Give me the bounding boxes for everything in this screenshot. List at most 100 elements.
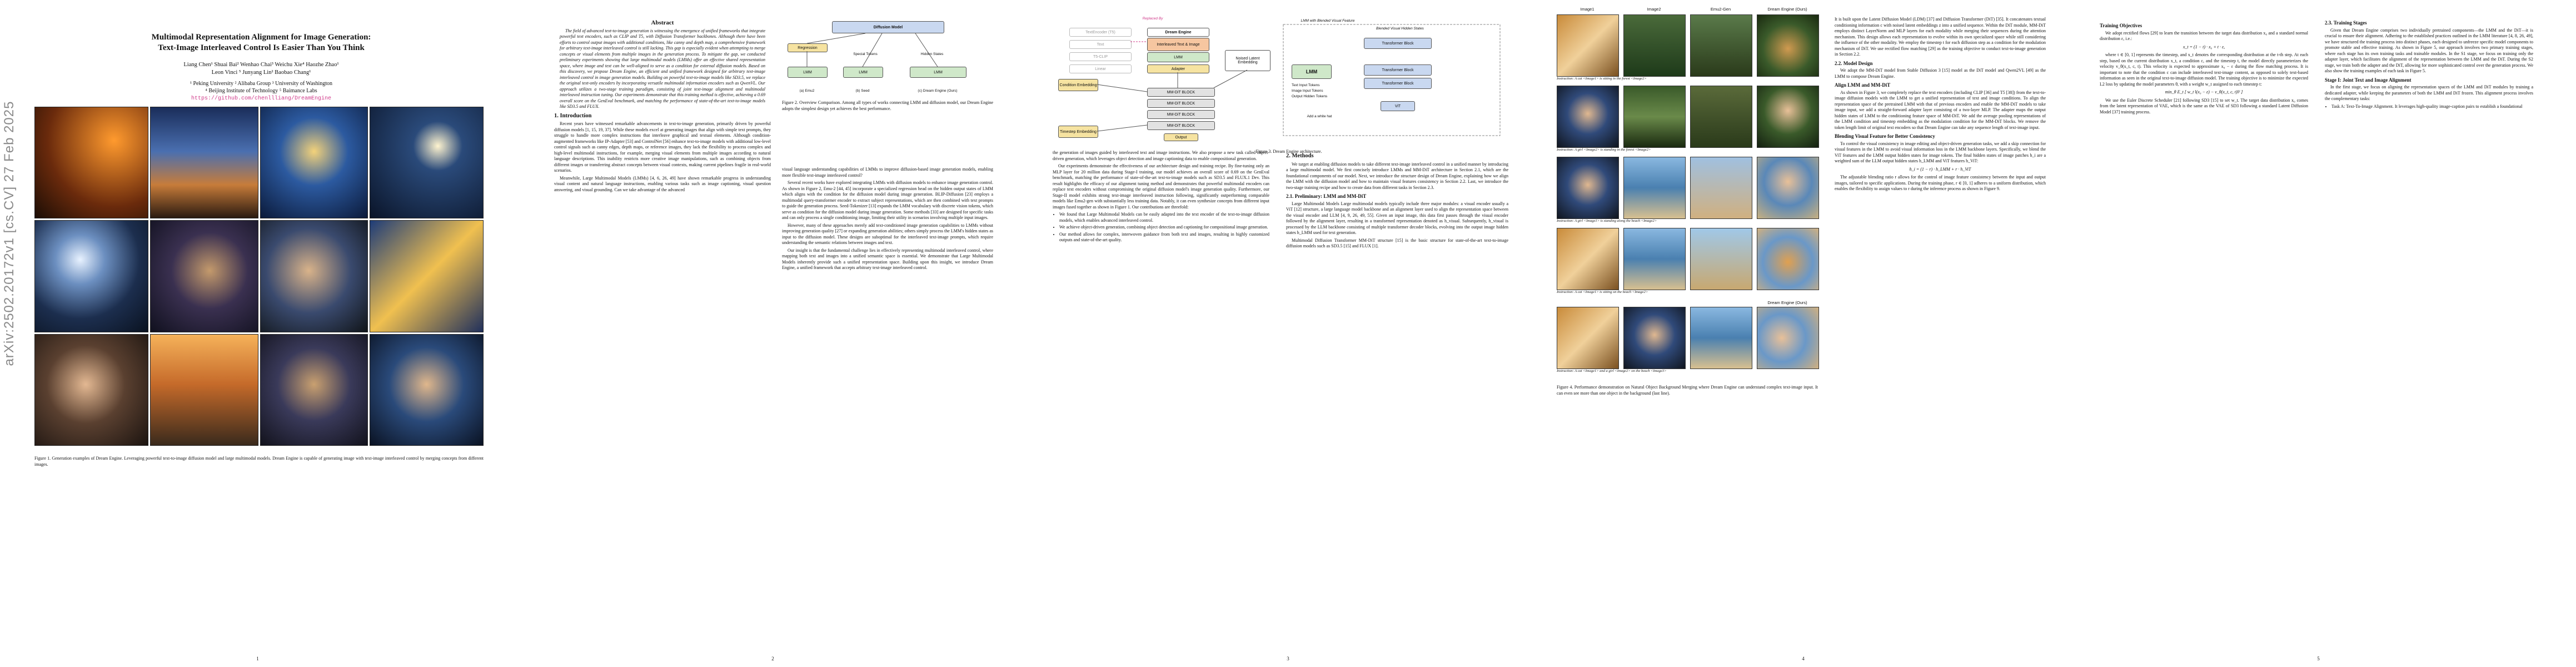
header-dream-engine-row5: Dream Engine (Ours) [1767, 300, 1807, 305]
figure-2-overview: Diffusion Model Regression Special Token… [782, 17, 993, 161]
caption-b: (b) Seed [855, 89, 870, 93]
legend-text-input: Text Input Tokens [1292, 83, 1320, 87]
training-stages-heading: 2.3. Training Stages [2325, 20, 2367, 26]
noised-latent-box: Noised Latent Embedding [1225, 50, 1270, 71]
figure-4-caption: Figure 4. Performance demonstration on N… [1557, 385, 1818, 396]
mmdit-paragraph: Multimodal Diffusion Transformer MM-DiT … [1286, 237, 1508, 249]
page-5: Training Objectives We adopt rectified f… [2061, 0, 2576, 667]
row5-dream-engine-output [1757, 307, 1819, 369]
gallery-image-cat-moon [370, 107, 484, 219]
stage1-task-a: Task A: Text-To-Image Alignment. It leve… [2331, 104, 2533, 110]
output-box: Output [1164, 133, 1198, 141]
page-number: 5 [2317, 656, 2320, 661]
lmm-blend-title: LMM with Blended Visual Feature [1301, 19, 1355, 23]
figure-4-comparison: Image1 Image2 Emu2-Gen Dream Engine (Our… [1557, 7, 1823, 496]
stage1-paragraph: In the first stage, we focus on aligning… [2325, 84, 2533, 101]
header-image2: Image2 [1647, 7, 1661, 12]
model-design-paragraph: We adopt the MM-DiT model from Stable Di… [1835, 68, 2046, 79]
gallery-image-girl-portrait [34, 334, 148, 446]
page-3: Replaced By TextEncoder (T5) Text T5-CLI… [1030, 0, 1546, 667]
blend-heading: Blending Visual Feature for Better Consi… [1835, 133, 1935, 139]
align-heading: Align LMM and MM-DiT [1835, 82, 1891, 88]
p3-col1-paragraph-1: the generation of images guided by inter… [1053, 150, 1269, 161]
add-white-hat-label: Add a white hat [1307, 115, 1332, 118]
objectives-paragraph-3: We use the Euler Discrete Scheduler [21]… [2100, 97, 2308, 115]
stages-paragraph: Given that Dream Engine comprises two in… [2325, 27, 2533, 74]
stage1-tasks: Task A: Text-To-Image Alignment. It leve… [2325, 104, 2533, 110]
blend-equation: h_i = (1 − r) · h_LMM + r · h_ViT [1909, 166, 1971, 172]
p3-col1-paragraph-2: Our experiments demonstrate the effectiv… [1053, 163, 1269, 210]
col2-paragraph-3: However, many of these approaches merely… [782, 222, 993, 246]
abstract-heading: Abstract [651, 20, 674, 26]
prelim-heading: 2.1. Preliminary: LMM and MM-DiT [1286, 193, 1367, 199]
mmdit-block-1: MM-DiT BLOCK [1147, 88, 1215, 97]
legend-output-hidden: Output Hidden Tokens [1292, 94, 1328, 98]
page2-left-column: Abstract The field of advanced text-to-i… [554, 20, 771, 643]
project-url[interactable]: https://github.com/chenllliang/DreamEngi… [191, 96, 332, 102]
affiliations: ¹ Peking University ² Alibaba Group ³ Un… [83, 80, 439, 94]
row4-image2-beach [1623, 228, 1686, 290]
gallery-image-girl-pearl [260, 220, 368, 332]
page5-columns: Training Objectives We adopt rectified f… [2100, 20, 2533, 643]
text-encoder-box: TextEncoder (T5) [1069, 28, 1132, 37]
header-dream-engine: Dream Engine (Ours) [1767, 7, 1807, 12]
adapter-box: Adapter [1147, 64, 1209, 73]
gallery-image-cat-starry [260, 107, 368, 219]
blend-paragraph-2: The adjustable blending ratio r allows f… [1835, 175, 2046, 191]
transformer-block-3: Transformer Block [1364, 78, 1432, 89]
header-emu2: Emu2-Gen [1710, 7, 1731, 12]
gallery-image-girl-starry [370, 220, 484, 332]
gallery-image-dog-pearl [260, 334, 368, 446]
contribution-item: Our method allows for complex, interwove… [1059, 232, 1269, 243]
mmdit-block-2: MM-DiT BLOCK [1147, 99, 1215, 108]
figure-3-caption: Figure 3. Dream Engine architecture. [1255, 149, 1322, 154]
methods-paragraph: We target at enabling diffusion models t… [1286, 161, 1508, 190]
figure-2-arrows [806, 33, 938, 67]
page-2: Abstract The field of advanced text-to-i… [515, 0, 1030, 667]
timestep-embedding-box: Timestep Embedding [1058, 126, 1098, 138]
authors-line-1: Liang Chen¹ Shuai Bai² Wenhao Chai³ Weic… [183, 62, 339, 68]
gallery-image-cat-window [150, 107, 258, 219]
row3-image1-girl [1557, 157, 1619, 219]
page-number: 1 [256, 656, 259, 661]
special-tokens-label: Special Tokens [853, 52, 878, 56]
page-1: arXiv:2502.20172v1 [cs.CV] 27 Feb 2025 M… [0, 0, 515, 667]
page-4: Image1 Image2 Emu2-Gen Dream Engine (Our… [1546, 0, 2061, 667]
methods-heading: 2. Methods [1286, 153, 1314, 159]
blend-paragraph-1: To control the visual consistency in ima… [1835, 141, 2046, 164]
caption-a: (a) Emu2 [799, 89, 815, 93]
blended-hidden-states-label: Blended Visual Hidden States [1376, 27, 1424, 31]
row1-dream-engine-output [1757, 14, 1819, 77]
replaced-by-label: Replaced By [1142, 17, 1163, 21]
figure-1-gallery [34, 107, 484, 446]
intro-heading: 1. Introduction [554, 112, 592, 119]
contributions-list: We found that Large Multimodal Models ca… [1053, 212, 1269, 243]
page-number: 4 [1802, 656, 1805, 661]
diffusion-model-box: Diffusion Model [832, 21, 944, 33]
gallery-image-dog-sunset [150, 334, 258, 446]
gallery-image-moon-beach [34, 220, 148, 332]
contribution-item: We found that Large Multimodal Models ca… [1059, 212, 1269, 223]
page-number: 2 [771, 656, 774, 661]
vit-box: ViT [1381, 101, 1415, 111]
linear-box: Linear [1069, 64, 1132, 73]
caption-c: (c) Dream Engine (Ours) [918, 89, 958, 93]
interleaved-input-box: Interleaved Text & Image [1147, 38, 1209, 51]
mmdit-block-4: MM-DiT BLOCK [1147, 121, 1215, 130]
figure-1-caption: Figure 1. Generation examples of Dream E… [34, 456, 484, 467]
lmm-box-c: LMM [910, 67, 966, 78]
figure-3-connectors [1097, 24, 1501, 136]
abstract-text: The field of advanced text-to-image gene… [560, 28, 765, 109]
contribution-item: We achieve object-driven generation, com… [1059, 225, 1269, 231]
page3-right-column: 2. Methods We target at enabling diffusi… [1286, 150, 1508, 645]
intro-paragraph-1: Recent years have witnessed remarkable a… [554, 121, 771, 173]
row2-image1-girl [1557, 86, 1619, 148]
figure-2-caption: Figure 2. Overview Comparison. Among all… [782, 100, 993, 111]
row2-image2-forest [1623, 86, 1686, 148]
prelim-paragraph: Large Multimodal Models Large multimodal… [1286, 201, 1508, 236]
row1-emu2-output [1690, 14, 1752, 77]
affil-line-2: ⁴ Beijing Institute of Technology ⁵ Baim… [205, 88, 317, 94]
text-box: Text [1069, 40, 1132, 49]
row5-image3-beach [1690, 307, 1752, 369]
t5-clip-box: T5-CLIP [1069, 52, 1132, 61]
